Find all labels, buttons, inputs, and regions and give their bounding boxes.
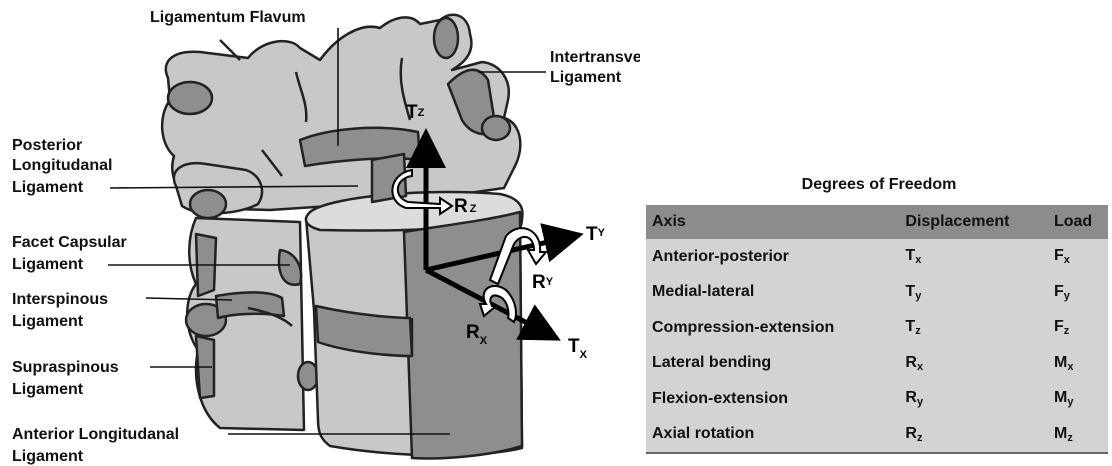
cell-axis: Axial rotation [646, 417, 901, 454]
cell-load: Mz [1048, 417, 1108, 454]
cell-axis: Lateral bending [646, 346, 901, 382]
lower-posterior-elements [186, 218, 318, 430]
label-anterior-line2: Ligament [12, 448, 84, 465]
cell-axis: Medial-lateral [646, 275, 901, 311]
axis-label-ry: RY [532, 272, 554, 293]
cell-load: My [1048, 381, 1108, 417]
label-supraspinous-line2: Ligament [12, 381, 84, 398]
label-interspinous-line2: Ligament [12, 313, 84, 330]
label-ligamentum-flavum: Ligamentum Flavum [150, 9, 306, 26]
table-row: Medial-lateral Ty Fy [646, 275, 1108, 311]
cell-load: Fy [1048, 275, 1108, 311]
cell-load: Mx [1048, 346, 1108, 382]
cell-displacement: Rx [901, 346, 1048, 382]
label-intertransverse-line2: Ligament [550, 69, 622, 86]
label-facet-line1: Facet Capsular [12, 234, 127, 251]
cell-displacement: Tz [901, 310, 1048, 346]
cell-axis: Flexion-extension [646, 381, 901, 417]
axis-label-ty: TY [586, 224, 606, 245]
label-facet-line2: Ligament [12, 256, 84, 273]
cell-axis: Anterior-posterior [646, 239, 901, 275]
cell-displacement: Ry [901, 381, 1048, 417]
cell-load: Fz [1048, 310, 1108, 346]
table-row: Axial rotation Rz Mz [646, 417, 1108, 454]
cell-load: Fx [1048, 239, 1108, 275]
label-supraspinous-line1: Supraspinous [12, 359, 119, 376]
header-load: Load [1048, 205, 1108, 239]
label-posterior-line1: Posterior [12, 137, 82, 154]
label-interspinous-line1: Interspinous [12, 291, 108, 308]
cell-axis: Compression-extension [646, 310, 901, 346]
table-row: Anterior-posterior Tx Fx [646, 239, 1108, 275]
axis-label-tx: TX [568, 336, 588, 361]
cell-displacement: Ty [901, 275, 1048, 311]
table-title: Degrees of Freedom [650, 176, 1108, 194]
cell-displacement: Tx [901, 239, 1048, 275]
table-row: Compression-extension Tz Fz [646, 310, 1108, 346]
cell-displacement: Rz [901, 417, 1048, 454]
label-anterior-line1: Anterior Longitudanal [12, 426, 179, 443]
header-displacement: Displacement [901, 205, 1048, 239]
label-posterior-line2: Longitudanal [12, 157, 112, 174]
header-axis: Axis [646, 205, 901, 239]
label-intertransverse-line1: Intertransverse [550, 49, 640, 66]
table-row: Flexion-extension Ry My [646, 381, 1108, 417]
table-row: Lateral bending Rx Mx [646, 346, 1108, 382]
degrees-of-freedom-table: Axis Displacement Load Anterior-posterio… [646, 205, 1108, 454]
table-header-row: Axis Displacement Load [646, 205, 1108, 239]
label-posterior-line3: Ligament [12, 179, 84, 196]
spine-diagram: Ligamentum Flavum Intertransverse Ligame… [0, 0, 640, 466]
